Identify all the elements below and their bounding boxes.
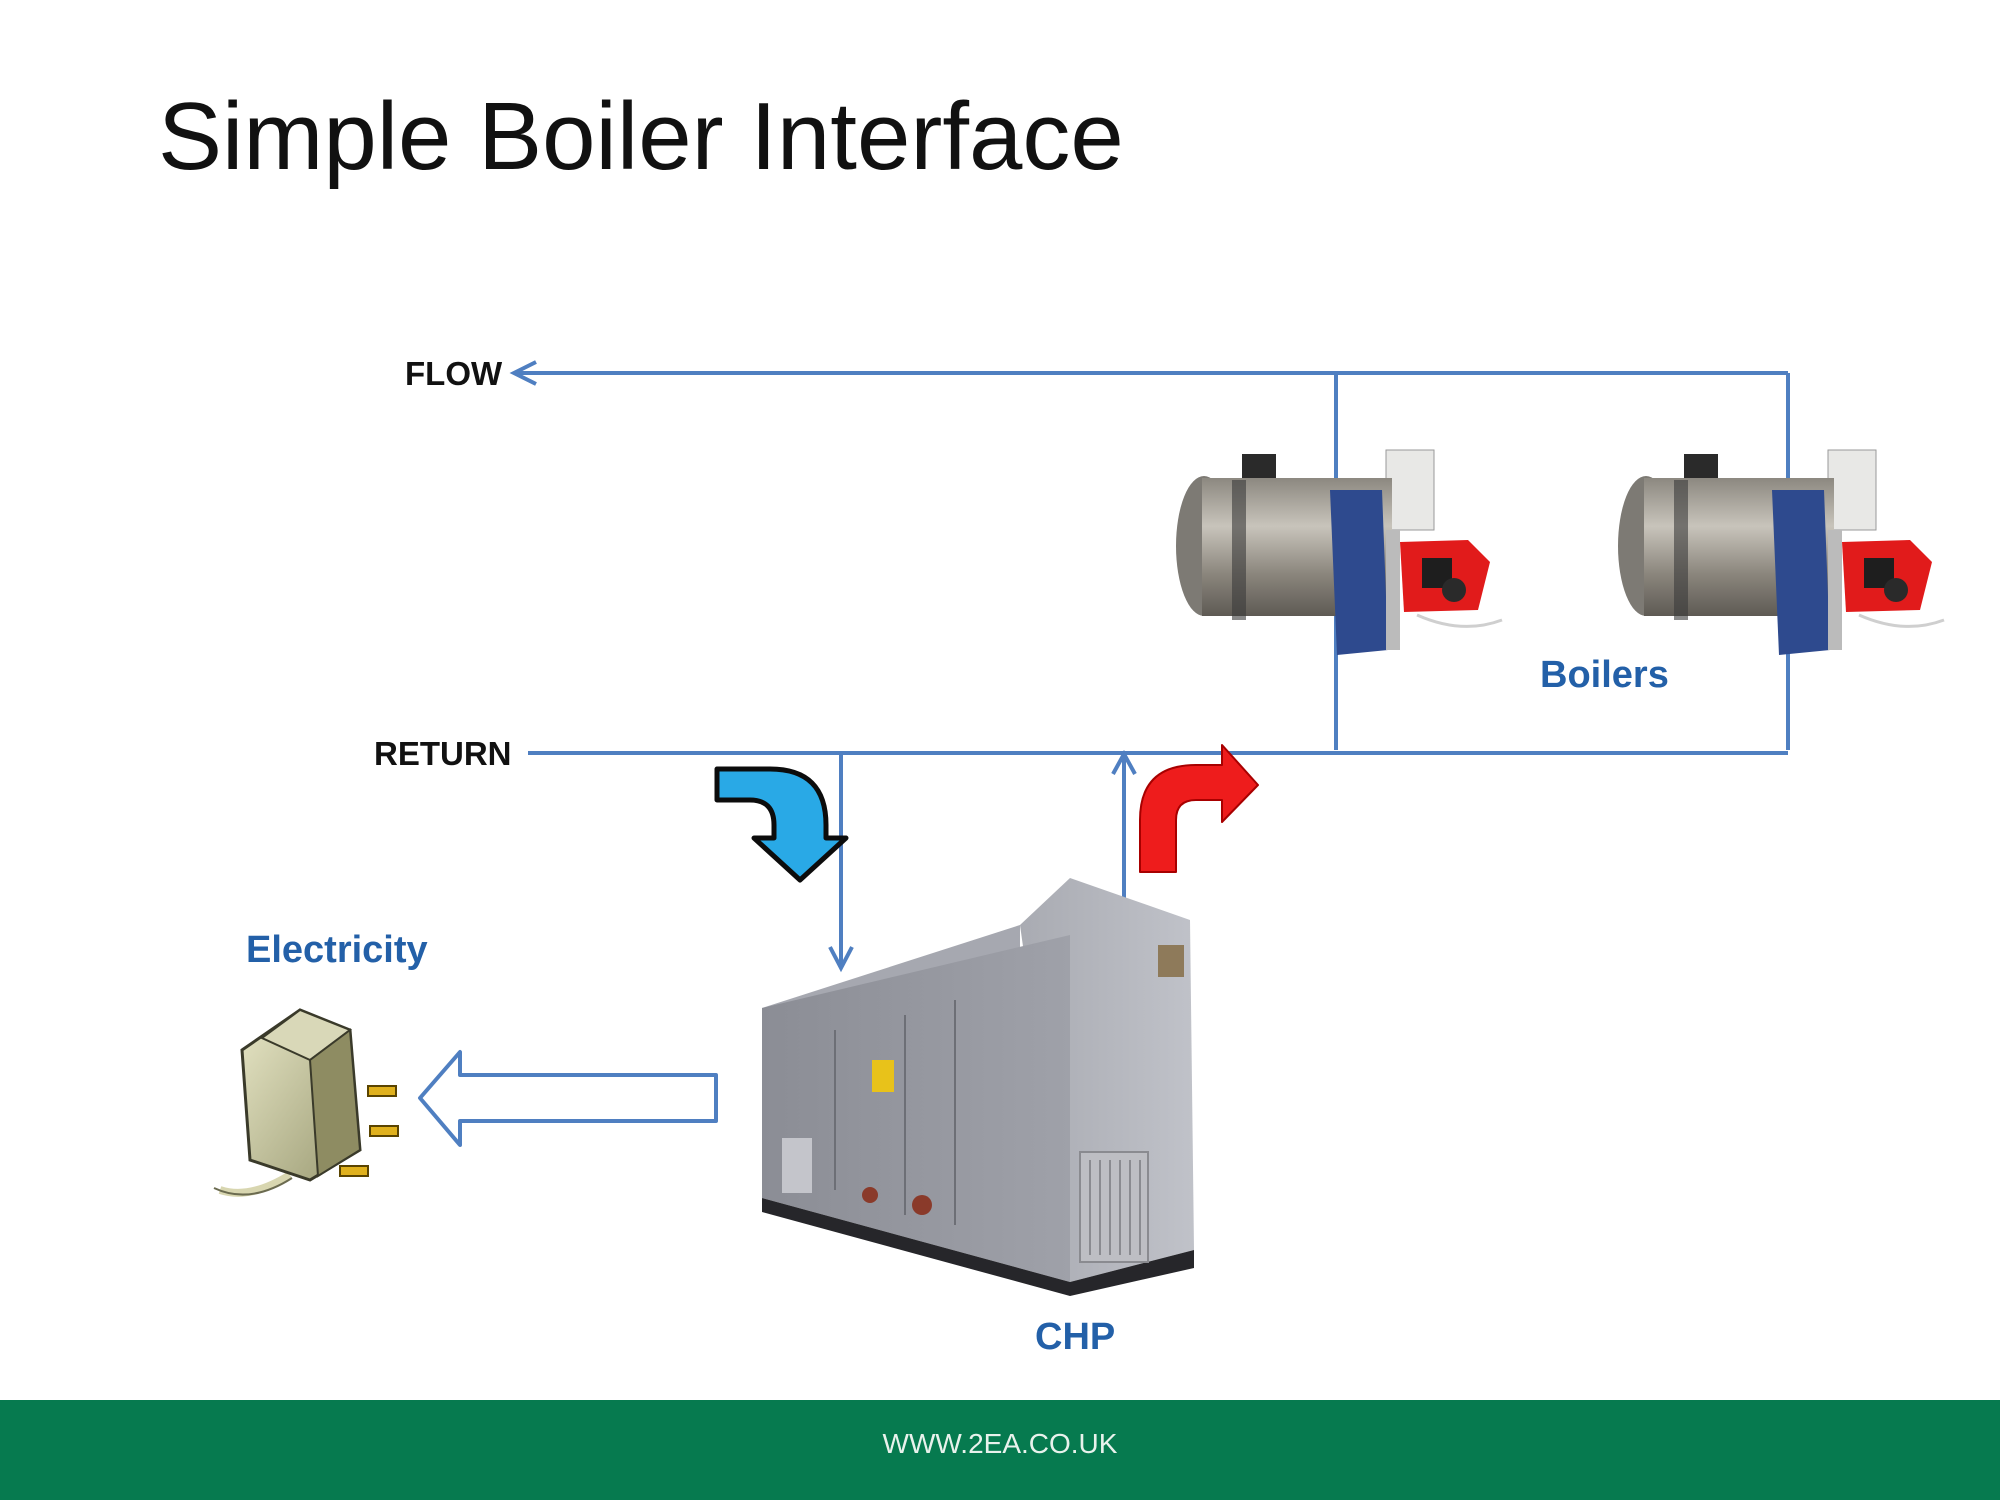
flow-arrowhead bbox=[509, 360, 537, 386]
electricity-label: Electricity bbox=[246, 929, 428, 971]
footer-bar: WWW.2EA.CO.UK bbox=[0, 1400, 2000, 1500]
chp-unit-image bbox=[762, 878, 1194, 1296]
system-diagram bbox=[213, 360, 1945, 1296]
cold-water-arrow bbox=[714, 766, 849, 883]
hot-water-arrow bbox=[1139, 744, 1259, 873]
flow-label: FLOW bbox=[405, 355, 503, 392]
footer-website: WWW.2EA.CO.UK bbox=[882, 1428, 1118, 1459]
return-label: RETURN bbox=[374, 735, 512, 772]
electricity-arrow bbox=[418, 1050, 718, 1147]
boilers-label: Boilers bbox=[1540, 654, 1669, 696]
boiler-image bbox=[1618, 449, 1945, 655]
boiler-image bbox=[1176, 449, 1503, 655]
plug-icon bbox=[213, 1008, 399, 1197]
page-title: Simple Boiler Interface bbox=[158, 83, 1124, 190]
chp-label: CHP bbox=[1035, 1316, 1116, 1358]
